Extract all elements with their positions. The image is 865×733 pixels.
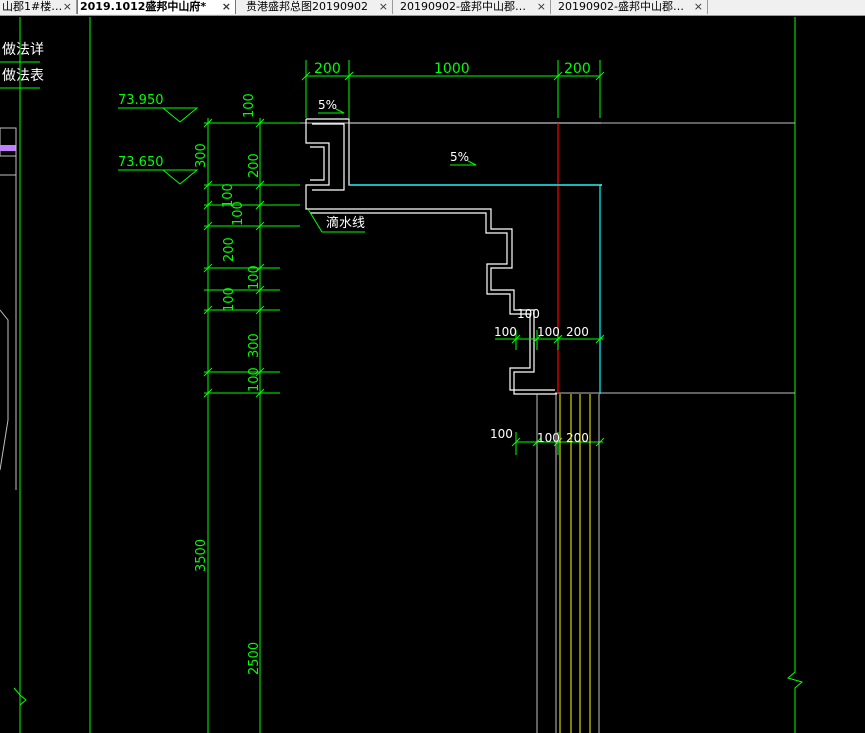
left-label-1: 做法详 [2, 42, 44, 58]
document-tab-2[interactable]: 2019.1012盛邦中山府* × [77, 0, 236, 14]
svg-text:73.950: 73.950 [118, 93, 164, 108]
dim-label-outer-1: 300 [194, 143, 209, 168]
dim-label-top-3: 200 [564, 61, 591, 77]
dim-label-outer-5: 300 [247, 333, 262, 358]
dim-label-outer-3: 200 [222, 237, 237, 262]
vertical-dimension-lines [203, 118, 300, 733]
dim-label-inner-3: 100 [231, 201, 246, 226]
close-icon[interactable]: × [536, 0, 546, 13]
close-icon[interactable]: × [378, 0, 388, 13]
dim-label-top-1: 200 [314, 61, 341, 77]
tab-label: 20190902-盛邦中山郡… [400, 0, 526, 13]
slope-mark-1: 5% [318, 98, 345, 114]
elevation-marker-1: 73.950 [118, 93, 199, 123]
close-icon[interactable]: × [693, 0, 703, 13]
tab-label: 贵港盛邦总图20190902 [246, 0, 368, 13]
axis-line-right [786, 17, 804, 733]
dim-label-outer-4: 100 [222, 287, 237, 312]
close-icon[interactable]: × [62, 0, 72, 13]
step-dim-label-4: 200 [566, 325, 589, 339]
document-tab-4[interactable]: 20190902-盛邦中山郡… × [393, 0, 551, 14]
dim-label-inner-2: 200 [247, 153, 262, 178]
step-dim-label-2: 100 [494, 325, 517, 339]
drip-leader [307, 208, 365, 233]
document-tab-3[interactable]: 贵港盛邦总图20190902 × [236, 0, 393, 14]
dim-label-inner-1: 100 [242, 93, 257, 118]
drawing-canvas[interactable]: 做法详 做法表 73.950 73.650 200 1000 20 [0, 16, 865, 733]
step-dim-label-5: 100 [490, 427, 513, 441]
dim-label-inner-4: 100 [247, 265, 262, 290]
slope-mark-2: 5% [450, 150, 477, 166]
dim-label-outer-2: 100 [221, 183, 236, 208]
dim-label-outer-6: 3500 [194, 539, 209, 572]
left-label-2: 做法表 [2, 68, 44, 84]
document-tab-5[interactable]: 20190902-盛邦中山郡… × [551, 0, 708, 14]
step-dim-label-6: 100 [537, 431, 560, 445]
document-tab-bar: 山郡1#楼… × 2019.1012盛邦中山府* × 贵港盛邦总图2019090… [0, 0, 865, 16]
svg-text:5%: 5% [450, 150, 469, 164]
step-dim-label-3: 100 [537, 325, 560, 339]
tab-label: 2019.1012盛邦中山府* [80, 0, 207, 13]
top-dimension-chain [301, 60, 605, 118]
dim-label-inner-5: 100 [247, 367, 262, 392]
elevation-marker-2: 73.650 [118, 155, 199, 185]
document-tab-1[interactable]: 山郡1#楼… × [0, 0, 77, 14]
step-dim-label-1: 100 [517, 307, 540, 321]
tab-label: 山郡1#楼… [2, 0, 63, 13]
tab-label: 20190902-盛邦中山郡… [558, 0, 684, 13]
left-detail-fragment: 做法详 做法表 [0, 17, 44, 733]
svg-text:5%: 5% [318, 98, 337, 112]
close-icon[interactable]: × [221, 0, 231, 13]
dim-label-inner-6: 2500 [247, 642, 262, 675]
svg-text:73.650: 73.650 [118, 155, 164, 170]
step-dim-label-7: 200 [566, 431, 589, 445]
drip-label: 滴水线 [326, 215, 365, 231]
dim-label-top-2: 1000 [434, 61, 470, 77]
wall-lines [536, 394, 600, 733]
